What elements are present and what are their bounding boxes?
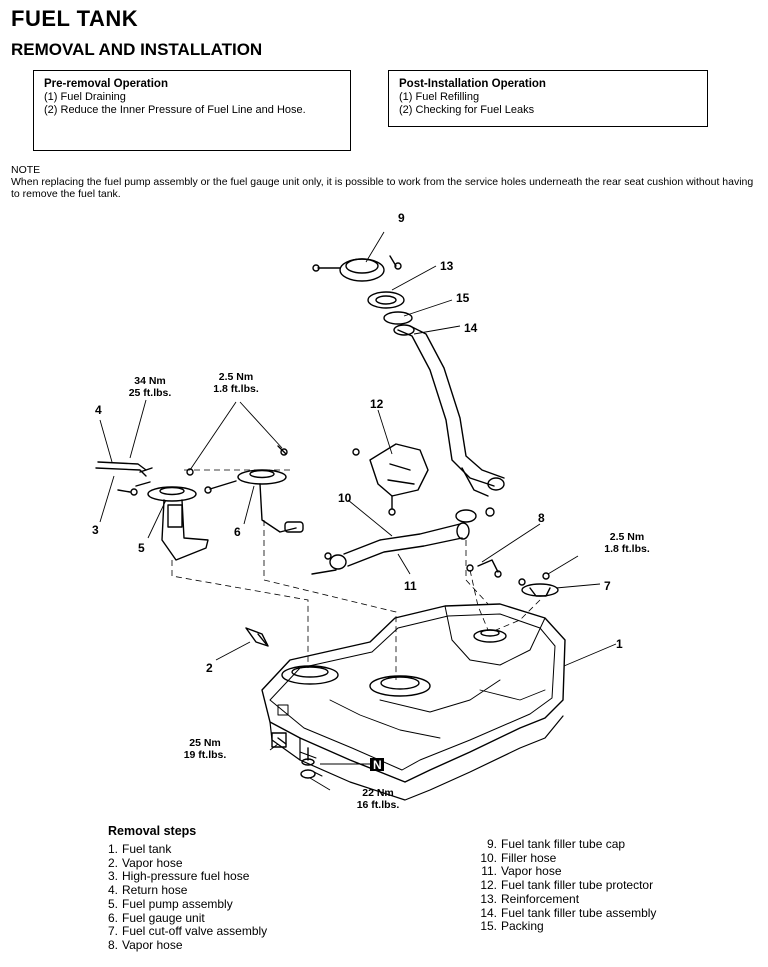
torque-ft: 1.8 ft.lbs. <box>213 383 259 395</box>
removal-steps-left: 1.Fuel tank 2.Vapor hose 3.High-pressure… <box>108 842 268 953</box>
removal-step: 5.Fuel pump assembly <box>108 896 233 911</box>
removal-step: 4.Return hose <box>108 883 188 898</box>
pre-removal-heading: Pre-removal Operation <box>44 78 168 90</box>
callout-13: 13 <box>440 259 454 273</box>
note-heading: NOTE <box>11 164 41 176</box>
page-subtitle: REMOVAL AND INSTALLATION <box>11 40 263 59</box>
removal-step: 15.Packing <box>480 919 544 934</box>
callout-12: 12 <box>370 397 384 411</box>
removal-step: 9.Fuel tank filler tube cap <box>486 837 626 851</box>
removal-step: 11.Vapor hose <box>481 864 562 879</box>
removal-step: 14.Fuel tank filler tube assembly <box>480 905 657 920</box>
leader-lines <box>99 231 617 791</box>
vapor-hose-2-part <box>245 627 269 647</box>
callout-4: 4 <box>95 403 102 417</box>
tank-mounting-bolts <box>277 737 316 779</box>
callout-11: 11 <box>404 579 417 593</box>
removal-step: 10.Filler hose <box>480 850 557 865</box>
marker-n: N <box>370 758 384 772</box>
post-installation-heading: Post-Installation Operation <box>399 78 546 90</box>
torque-nm: 25 Nm <box>189 737 221 749</box>
callout-3: 3 <box>92 523 99 537</box>
removal-step: 12.Fuel tank filler tube protector <box>480 878 654 893</box>
filler-tube-protector-part <box>352 443 429 516</box>
packing-part <box>383 311 413 325</box>
filler-hose-part <box>311 507 495 575</box>
fuel-pump-assembly-part <box>135 467 209 561</box>
pre-removal-item: (2) Reduce the Inner Pressure of Fuel Li… <box>44 104 306 116</box>
callout-10: 10 <box>338 491 352 505</box>
post-installation-box: Post-Installation Operation (1) Fuel Ref… <box>388 70 708 127</box>
installation-dashed-lines <box>171 469 541 680</box>
post-installation-item: (2) Checking for Fuel Leaks <box>399 104 535 116</box>
reinforcement-part <box>367 291 405 309</box>
post-installation-item: (1) Fuel Refilling <box>399 91 480 103</box>
callout-5: 5 <box>138 541 145 555</box>
torque-nm: 2.5 Nm <box>219 371 253 383</box>
callout-2: 2 <box>206 661 213 675</box>
page-title: FUEL TANK <box>11 6 139 31</box>
vapor-hose-8-part <box>466 559 502 578</box>
removal-step: 8.Vapor hose <box>108 937 183 952</box>
callout-14: 14 <box>464 321 478 335</box>
removal-steps-heading: Removal steps <box>108 824 197 838</box>
torque-nm: 22 Nm <box>362 787 394 799</box>
high-pressure-and-return-hoses <box>95 445 288 496</box>
filler-cap-part <box>312 255 402 282</box>
torque-ft: 1.8 ft.lbs. <box>604 543 650 555</box>
fuel-gauge-unit-part <box>204 469 304 533</box>
filler-tube-assembly-part <box>393 324 505 497</box>
torque-nm: 34 Nm <box>134 375 166 387</box>
callout-1: 1 <box>616 637 623 651</box>
note: NOTE When replacing the fuel pump assemb… <box>11 164 756 200</box>
pre-removal-item: (1) Fuel Draining <box>44 91 126 103</box>
removal-step: 13.Reinforcement <box>480 891 580 906</box>
removal-step: 2.Vapor hose <box>108 855 183 870</box>
callout-6: 6 <box>234 525 241 539</box>
removal-step: 6.Fuel gauge unit <box>108 910 205 925</box>
callout-9: 9 <box>398 211 405 225</box>
callout-labels: 1 2 3 4 5 6 7 8 9 10 11 12 13 14 15 <box>92 211 623 675</box>
fuel-tank-part <box>261 603 566 801</box>
callout-8: 8 <box>538 511 545 525</box>
note-text: When replacing the fuel pump assembly or… <box>11 176 754 200</box>
removal-step: 7.Fuel cut-off valve assembly <box>108 924 268 939</box>
removal-step: 1.Fuel tank <box>108 842 172 856</box>
removal-step: 3.High-pressure fuel hose <box>108 869 250 884</box>
removal-steps-right: 9.Fuel tank filler tube cap 10.Filler ho… <box>475 837 657 934</box>
pre-removal-box: Pre-removal Operation (1) Fuel Draining … <box>33 70 351 151</box>
torque-ft: 25 ft.lbs. <box>129 387 172 399</box>
fuel-cut-off-valve-part <box>518 572 559 597</box>
marker-n-text: N <box>373 758 382 772</box>
callout-15: 15 <box>456 291 470 305</box>
torque-ft: 16 ft.lbs. <box>357 799 400 811</box>
torque-ft: 19 ft.lbs. <box>184 749 227 761</box>
torque-nm: 2.5 Nm <box>610 531 644 543</box>
callout-7: 7 <box>604 579 611 593</box>
torque-labels: 34 Nm 25 ft.lbs. 2.5 Nm 1.8 ft.lbs. 2.5 … <box>129 371 650 811</box>
fuel-tank-exploded-diagram: 1 2 3 4 5 6 7 8 9 10 11 12 13 14 15 N 34… <box>92 211 650 811</box>
